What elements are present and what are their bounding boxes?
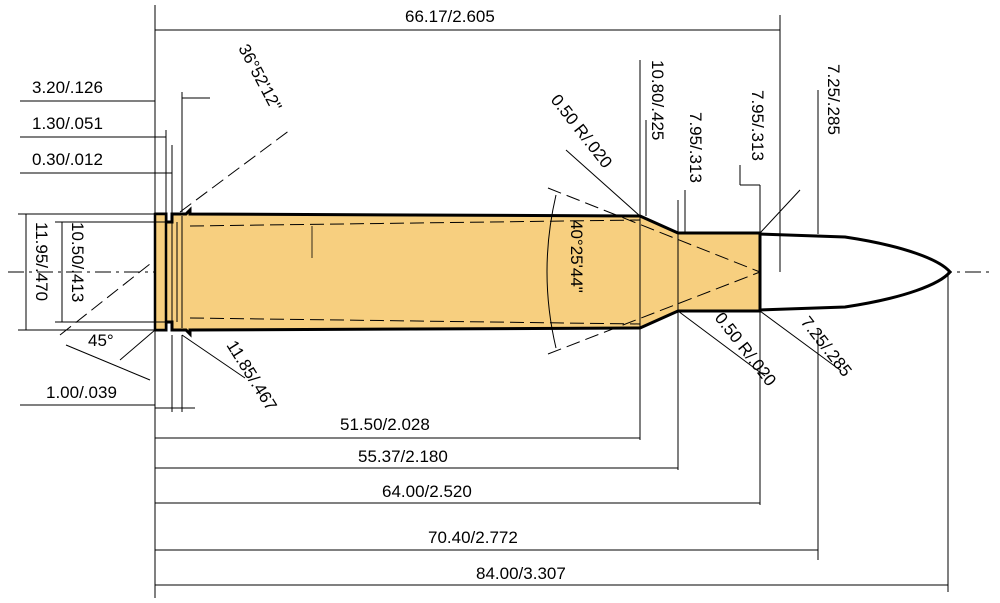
label-length-to-ogive: 70.40/2.772: [428, 528, 518, 547]
label-groove-diameter: 10.50/.413: [68, 222, 87, 302]
label-overall-case-length-top: 66.17/2.605: [405, 7, 495, 26]
label-shoulder-radius-top: 0.50 R/.020: [547, 91, 616, 172]
label-overall-length: 84.00/3.307: [476, 564, 566, 583]
label-length-to-shoulder: 51.50/2.028: [340, 415, 430, 434]
label-base-diameter: 11.85/.467: [223, 337, 281, 414]
groove-angle-dash: [179, 129, 291, 213]
label-shoulder-radius-bottom: 0.50 R/.020: [711, 309, 780, 390]
label-length-to-neck: 55.37/2.180: [358, 447, 448, 466]
taper-dash-upper: [189, 219, 641, 227]
bullet: [758, 232, 952, 312]
taper-dash-lower: [189, 317, 641, 325]
shoulder-angle-arc: [546, 194, 557, 349]
extension-lines: [18, 5, 949, 598]
label-shoulder-angle: 40°25'44": [567, 220, 586, 293]
shoulder-angle-dash-upper: [547, 187, 761, 273]
label-shoulder-diameter: 10.80/.425: [648, 60, 667, 140]
label-bullet-diameter-bottom: 7.25/.285: [797, 313, 856, 381]
label-bullet-diameter-top: 7.25/.285: [824, 64, 843, 135]
shoulder-angle-dash-lower: [547, 271, 761, 355]
label-chamfer-angle: 45°: [88, 331, 114, 350]
label-rim-thickness: 3.20/.126: [32, 78, 103, 97]
label-groove-offset: 0.30/.012: [32, 150, 103, 169]
label-rim-diameter: 11.95/.470: [32, 222, 51, 301]
label-chamfer-length: 1.00/.039: [46, 383, 117, 402]
label-case-length: 64.00/2.520: [382, 482, 472, 501]
label-neck-diameter-a: 7.95/.313: [686, 112, 705, 183]
dimension-lines: [20, 29, 948, 586]
cartridge-case: [155, 206, 762, 338]
label-neck-diameter-b: 7.95/.313: [748, 90, 767, 161]
label-groove-angle: 36°52'12": [234, 41, 285, 114]
label-extractor-groove-width: 1.30/.051: [32, 114, 103, 133]
